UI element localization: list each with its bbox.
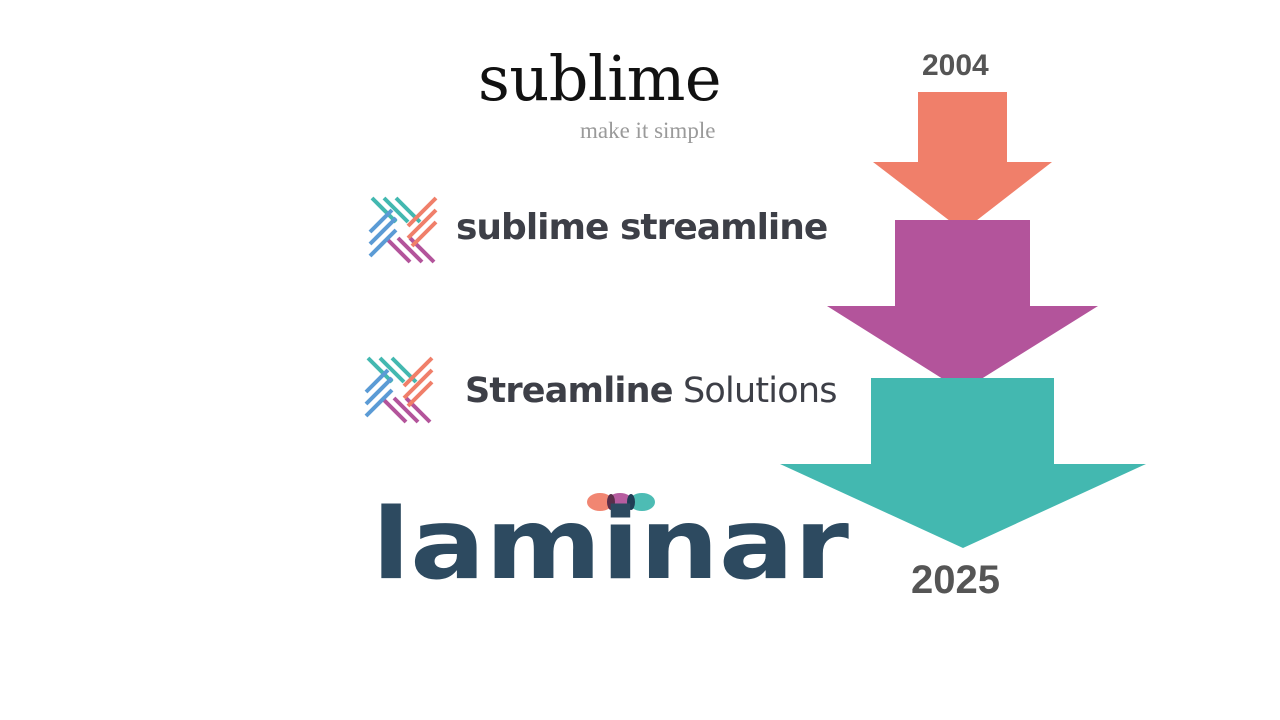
- magenta-arrow: [827, 220, 1098, 391]
- woven-lines-icon: [368, 196, 438, 264]
- end-year: 2025: [911, 558, 1000, 602]
- teal-arrow: [780, 378, 1146, 548]
- laminar-dots-icon: [587, 493, 655, 511]
- start-year: 2004: [922, 49, 989, 82]
- laminar-logo: laminar: [372, 488, 850, 584]
- coral-arrow: [873, 92, 1052, 231]
- sublime-wordmark: sublime: [478, 42, 722, 115]
- woven-lines-icon: [364, 356, 434, 424]
- streamline-solutions-regular: Solutions: [683, 371, 837, 411]
- laminar-wordmark: laminar: [372, 488, 850, 584]
- streamline-solutions-bold: Streamline: [465, 371, 673, 411]
- sublime-tagline: make it simple: [580, 118, 716, 143]
- sublime-streamline-wordmark: sublime streamline: [456, 207, 828, 248]
- timeline-arrows: [780, 92, 1146, 548]
- streamline-solutions-wordmark: Streamline Solutions: [465, 374, 837, 409]
